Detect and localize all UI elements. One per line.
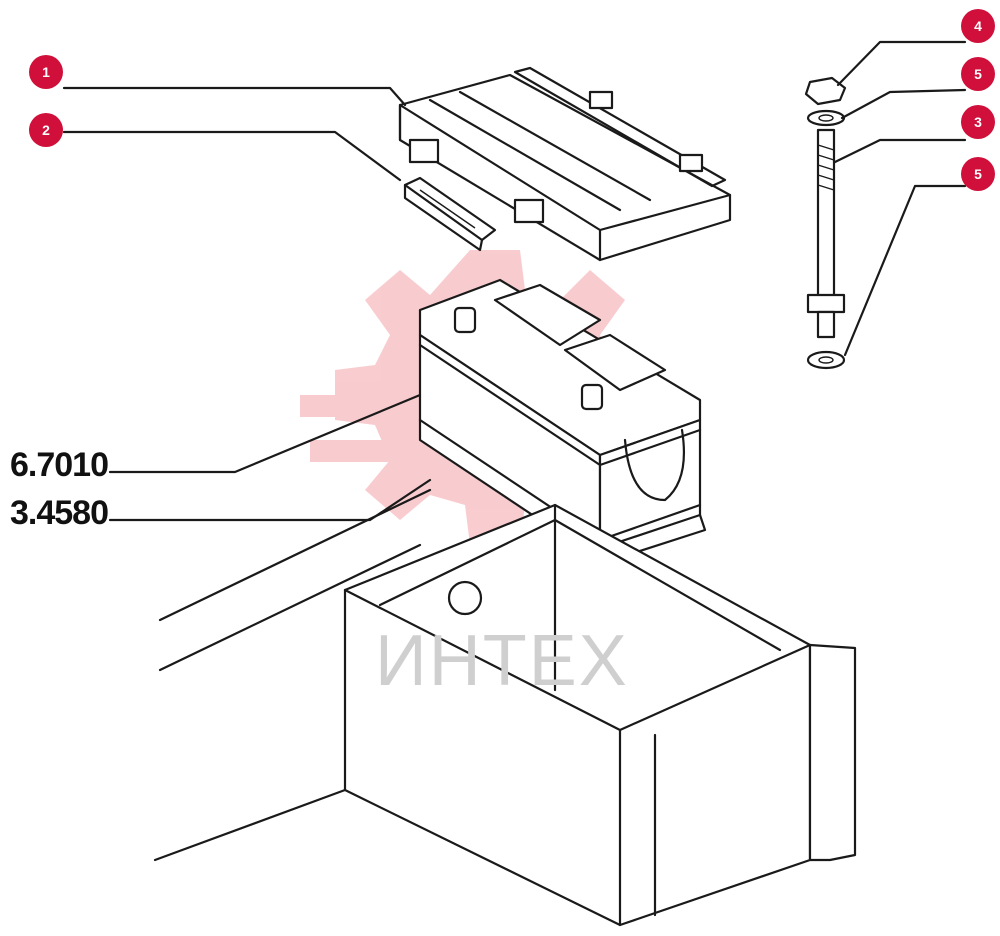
reference-label-3-4580: 3.4580: [10, 494, 108, 532]
callout-1: 1: [29, 55, 63, 89]
callout-5-upper: 5: [961, 57, 995, 91]
callout-5-upper-number: 5: [974, 66, 982, 82]
callout-4: 4: [961, 9, 995, 43]
battery-box: [343, 503, 857, 927]
callout-3: 3: [961, 105, 995, 139]
leader-lines: [62, 40, 967, 522]
callout-2-number: 2: [42, 122, 50, 138]
callout-5-lower-number: 5: [974, 166, 982, 182]
floor-lines: [153, 488, 432, 862]
callout-2: 2: [29, 113, 63, 147]
callout-1-number: 1: [42, 64, 50, 80]
battery: [418, 278, 707, 562]
battery-clamp-frame: [398, 66, 732, 262]
bolt-assembly: [804, 76, 847, 370]
clamp-bar: [403, 176, 497, 252]
watermark-text: ИНТЕХ: [375, 621, 629, 701]
callout-5-lower: 5: [961, 157, 995, 191]
callout-3-number: 3: [974, 114, 982, 130]
callout-4-number: 4: [974, 18, 982, 34]
reference-label-6-7010: 6.7010: [10, 446, 108, 484]
